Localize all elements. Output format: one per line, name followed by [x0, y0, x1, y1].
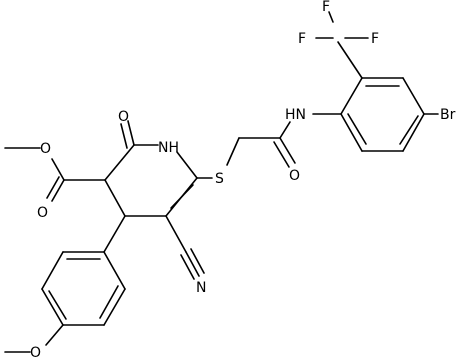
fluorine-label-top: F: [322, 0, 330, 15]
ring-nh-label: NH: [158, 140, 179, 156]
fluorine-label-right: F: [371, 31, 379, 47]
amide-hn-label: HN: [285, 107, 306, 123]
methoxy-oxygen-label: O: [30, 345, 41, 361]
bond-skeleton: [4, 11, 439, 353]
ester-carbonyl-oxygen-label: O: [37, 205, 48, 221]
amide-oxygen-label: O: [289, 168, 300, 184]
ketone-oxygen-label: O: [118, 109, 129, 125]
fluorine-label-left: F: [298, 31, 306, 47]
sulfur-label: S: [215, 171, 224, 187]
ester-oxygen-label: O: [40, 141, 51, 157]
atom-labels: F F F HN Br NH O O O S O N O: [30, 0, 456, 361]
bromine-label: Br: [440, 107, 456, 123]
nitrile-nitrogen-label: N: [196, 280, 206, 296]
